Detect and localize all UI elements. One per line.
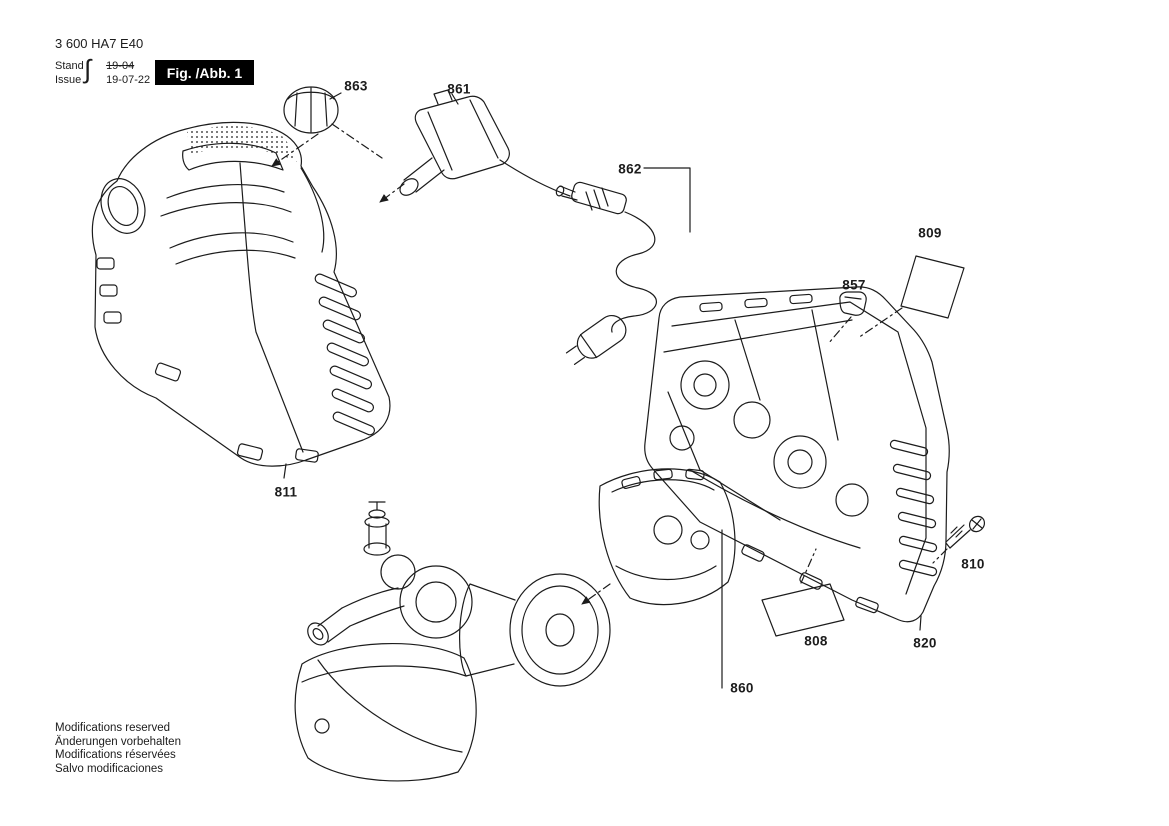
issue-value: 19-07-22 xyxy=(106,74,151,86)
issue-row: Issue 19-07-22 xyxy=(55,74,150,86)
clip-drawing xyxy=(827,291,867,345)
part-label-811: 811 xyxy=(274,484,298,500)
part-label-861: 861 xyxy=(447,81,471,97)
document-number: 3 600 HA7 E40 xyxy=(55,36,144,51)
notice-line-en: Modifications reserved xyxy=(55,722,171,734)
switch-drawing xyxy=(379,89,571,203)
rear-housing-drawing xyxy=(644,286,950,631)
part-label-857: 857 xyxy=(842,277,866,293)
stand-row: Stand 19-04 xyxy=(55,60,134,72)
label-sheet-drawing xyxy=(857,255,965,339)
revision-brace: ∫ xyxy=(84,54,92,84)
figure-title: Fig. /Abb. 1 xyxy=(166,64,243,81)
issue-label: Issue xyxy=(55,74,82,86)
front-housing-drawing xyxy=(91,121,391,479)
stand-label: Stand xyxy=(55,60,84,72)
stand-value: 19-04 xyxy=(106,60,135,72)
part-label-860: 860 xyxy=(730,680,754,696)
part-label-810: 810 xyxy=(961,556,985,572)
part-label-808: 808 xyxy=(804,633,828,649)
part-label-862: 862 xyxy=(618,161,642,177)
power-cord-drawing xyxy=(555,167,691,365)
notice-line-es: Salvo modificaciones xyxy=(55,762,164,775)
notice-line-de: Änderungen vorbehalten xyxy=(55,735,181,748)
figure-title-box: Fig. /Abb. 1 xyxy=(155,60,254,85)
notice-line-fr: Modifications réservées xyxy=(55,749,176,761)
cap-drawing xyxy=(271,86,383,167)
part-label-863: 863 xyxy=(344,78,368,94)
pad-drawing xyxy=(761,548,845,637)
part-label-809: 809 xyxy=(918,225,942,241)
pump-assembly-drawing xyxy=(294,468,736,782)
part-label-820: 820 xyxy=(913,635,937,651)
screw-drawing xyxy=(932,515,986,564)
modifications-notice: Modifications reserved Änderungen vorbeh… xyxy=(55,722,181,776)
